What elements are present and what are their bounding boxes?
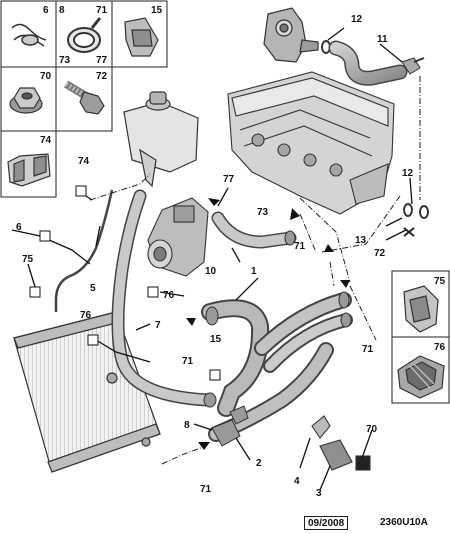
inset-label-72: 72 (96, 71, 108, 82)
callout-8: 8 (184, 420, 190, 431)
inset-label-6: 6 (43, 5, 49, 16)
callout-boxes (29, 185, 221, 381)
hose-2 (208, 342, 334, 442)
bracket-75-icon (403, 285, 439, 333)
callout-74: 74 (78, 156, 90, 167)
expansion-tank (123, 91, 199, 188)
callout-6: 6 (16, 222, 22, 233)
bleed-screw (401, 57, 425, 75)
callout-70: 70 (366, 424, 378, 435)
callout-5: 5 (90, 283, 96, 294)
callout-71-mid: 71 (294, 241, 306, 252)
hose-connectors (203, 230, 352, 447)
engine-cylinder-head (227, 71, 395, 215)
leader-lines (11, 27, 413, 491)
inset-label-70: 70 (40, 71, 52, 82)
callout-11: 11 (377, 34, 388, 45)
callout-71-left: 71 (182, 356, 194, 367)
callout-2: 2 (256, 458, 262, 469)
callout-12-mid: 12 (402, 168, 414, 179)
callout-76-a: 76 (163, 290, 175, 301)
inset-label-15: 15 (151, 5, 163, 16)
hose-clamp-icon (67, 17, 102, 53)
inset-label-74: 74 (40, 135, 52, 146)
callout-15-low: 15 (210, 334, 222, 345)
callout-71-bottom: 71 (200, 484, 212, 495)
mount-76-icon (397, 355, 445, 399)
callout-12-top: 12 (351, 14, 363, 25)
callout-76-b: 76 (80, 310, 92, 321)
callout-10: 10 (205, 266, 217, 277)
clip-15-icon (124, 17, 159, 57)
pipe-5 (54, 189, 114, 312)
assembly-leaders (89, 76, 421, 465)
inset-label-75: 75 (434, 276, 446, 287)
callout-13: 13 (355, 235, 367, 246)
screw-72 (403, 227, 415, 237)
inset-label-77: 77 (96, 55, 108, 66)
thermostat-housing (263, 7, 319, 63)
callout-71-right: 71 (362, 344, 374, 355)
callout-3: 3 (316, 488, 322, 499)
water-pump-module (147, 197, 209, 277)
bolt-72-icon (63, 80, 105, 115)
o-rings-12 (403, 203, 429, 219)
inset-label-71: 71 (96, 5, 108, 16)
footer-date: 09/2008 (304, 516, 349, 530)
inset-label-8: 8 (59, 5, 65, 16)
callout-7: 7 (155, 320, 161, 331)
inset-label-76: 76 (434, 342, 446, 353)
callout-72: 72 (374, 248, 386, 259)
temperature-sensor (311, 415, 371, 471)
hose-1 (201, 292, 353, 417)
clip-74-icon (7, 153, 51, 187)
hose-11 (328, 40, 408, 86)
nut-70-icon (9, 87, 43, 114)
hose-10 (211, 211, 297, 249)
inset-label-73: 73 (59, 55, 71, 66)
callout-73: 73 (257, 207, 269, 218)
callout-1: 1 (251, 266, 257, 277)
callout-75: 75 (22, 254, 34, 265)
hose-7 (111, 189, 215, 407)
clip-6-icon (11, 23, 47, 47)
callout-77: 77 (223, 174, 235, 185)
callout-arrows (186, 198, 350, 450)
footer-reference: 2360U10A (380, 517, 428, 528)
radiator (13, 311, 161, 473)
callout-4: 4 (294, 476, 300, 487)
